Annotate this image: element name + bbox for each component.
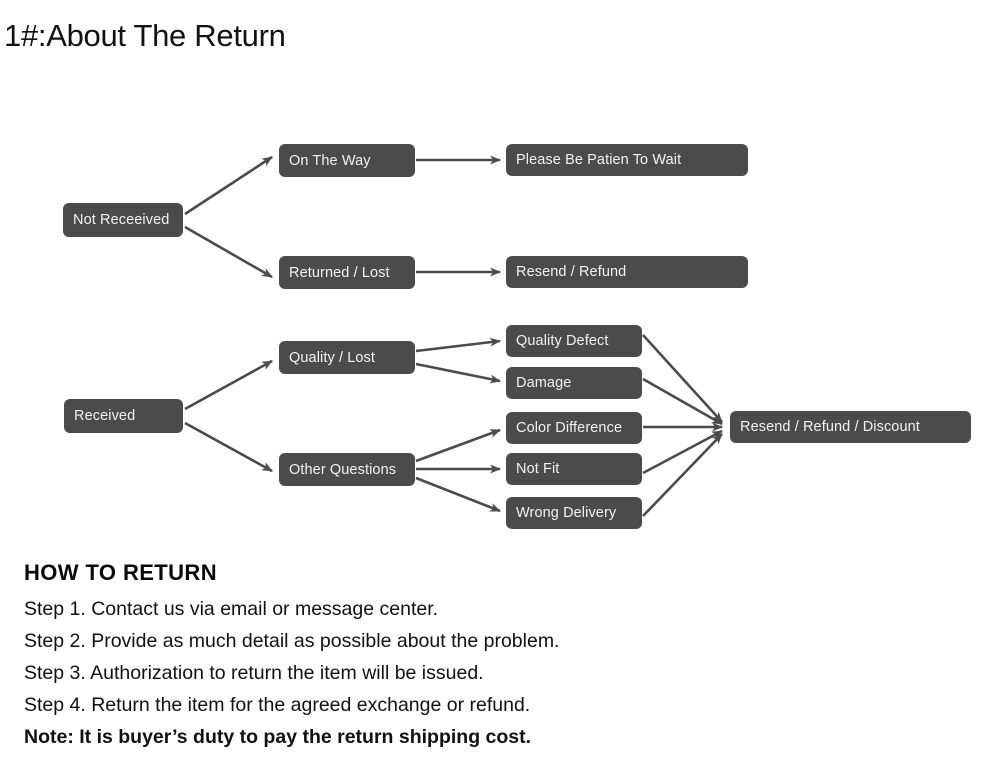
how-to-return-section: HOW TO RETURN Step 1. Contact us via ema… — [24, 560, 724, 753]
arrow-not-received-to-on-the-way — [184, 155, 273, 216]
arrow-received-to-quality-lost — [184, 359, 273, 411]
how-to-return-step-1: Step 1. Contact us via email or message … — [24, 598, 439, 620]
node-color-difference[interactable]: Color Difference — [506, 412, 642, 444]
node-received[interactable]: Received — [64, 399, 183, 433]
node-damage[interactable]: Damage — [506, 367, 642, 399]
node-not-fit[interactable]: Not Fit — [506, 453, 642, 485]
how-to-return-step-4: Step 4. Return the item for the agreed e… — [24, 694, 531, 716]
node-quality-lost[interactable]: Quality / Lost — [279, 341, 415, 374]
node-please-be-patient-to-wait[interactable]: Please Be Patien To Wait — [506, 144, 748, 176]
arrow-other-questions-to-color-difference — [415, 428, 501, 463]
arrow-quality-lost-to-damage — [415, 362, 501, 384]
node-resend-refund[interactable]: Resend / Refund — [506, 256, 748, 288]
arrow-not-fit-to-outcome — [642, 429, 723, 475]
page-title: 1#:About The Return — [4, 18, 286, 53]
how-to-return-step-2: Step 2. Provide as much detail as possib… — [24, 630, 560, 652]
arrow-damage-to-outcome — [642, 377, 723, 426]
node-quality-defect[interactable]: Quality Defect — [506, 325, 642, 357]
node-returned-lost[interactable]: Returned / Lost — [279, 256, 415, 289]
node-not-received[interactable]: Not Receeived — [63, 203, 183, 237]
arrow-received-to-other-questions — [184, 421, 273, 473]
how-to-return-step-3: Step 3. Authorization to return the item… — [24, 662, 484, 684]
arrow-quality-lost-to-quality-defect — [415, 337, 501, 353]
arrow-other-questions-to-wrong-delivery — [415, 476, 501, 513]
how-to-return-note: Note: It is buyer’s duty to pay the retu… — [24, 726, 532, 748]
node-wrong-delivery[interactable]: Wrong Delivery — [506, 497, 642, 529]
arrow-not-received-to-returned-lost — [184, 225, 273, 279]
arrow-quality-defect-to-outcome — [642, 334, 723, 423]
node-resend-refund-discount[interactable]: Resend / Refund / Discount — [730, 411, 971, 443]
how-to-return-heading: HOW TO RETURN — [24, 560, 218, 585]
node-on-the-way[interactable]: On The Way — [279, 144, 415, 177]
node-other-questions[interactable]: Other Questions — [279, 453, 415, 486]
arrow-wrong-delivery-to-outcome — [642, 433, 723, 517]
